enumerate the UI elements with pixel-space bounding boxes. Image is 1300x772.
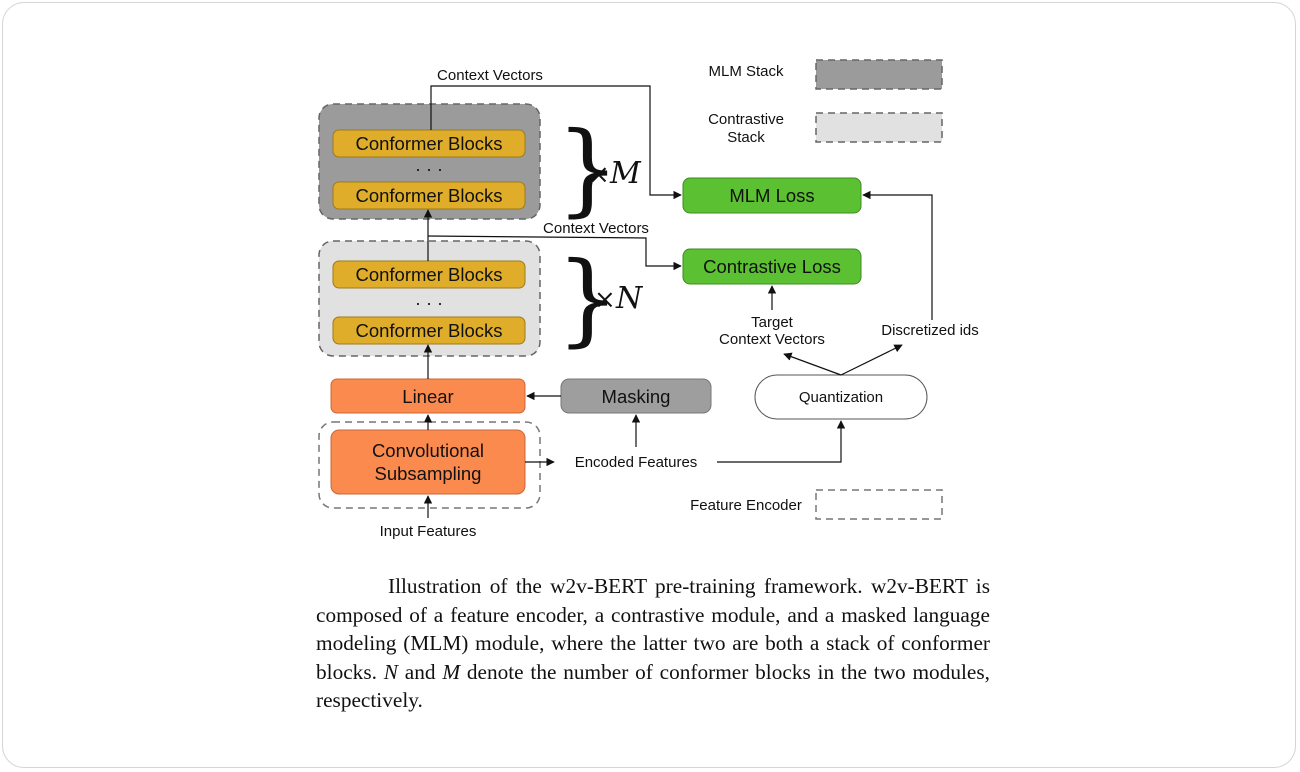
legend-feature-encoder-label: Feature Encoder [690, 497, 802, 514]
legend-mlm-stack-label: MLM Stack [708, 63, 784, 80]
contrastive-loss-node [682, 248, 862, 285]
legend-feature-encoder-swatch [815, 489, 943, 520]
w2v-bert-diagram: MLM Stack Contrastive Stack Feature Enco… [318, 59, 979, 540]
target-context-label-line2: Context Vectors [719, 331, 825, 348]
mlm-conformer-block-bottom [332, 181, 526, 210]
mlm-conformer-block-top [332, 129, 526, 158]
masking-node-label: Masking [602, 386, 671, 407]
convolutional-subsampling-label-line2: Subsampling [375, 463, 482, 484]
arrow-encoded-to-quantization [717, 420, 846, 463]
legend-mlm-stack-swatch [815, 59, 943, 90]
mlm-stack-dots: · · · [415, 159, 443, 179]
caption-var-n: N [383, 659, 398, 684]
contrastive-conformer-block-bottom [332, 316, 526, 345]
quantization-node-label: Quantization [799, 389, 883, 406]
arrow-discretized-to-mlm-loss [862, 190, 933, 320]
caption-part-2: and [397, 659, 443, 684]
contrastive-conformer-block-top-label: Conformer Blocks [355, 264, 502, 285]
contrastive-multiplier-times: × [594, 285, 616, 315]
context-vectors-mid-label: Context Vectors [543, 220, 649, 237]
legend-contrastive-stack-swatch [815, 112, 943, 143]
convolutional-subsampling-label-line1: Convolutional [372, 440, 484, 461]
arrow-quant-to-discretized [840, 344, 903, 376]
mlm-multiplier-times: × [588, 160, 610, 190]
context-vectors-top-label: Context Vectors [437, 67, 543, 84]
legend-contrastive-label-line2: Stack [727, 129, 765, 146]
arrow-quant-to-target [783, 352, 842, 376]
contrastive-conformer-block-bottom-label: Conformer Blocks [355, 320, 502, 341]
contrastive-loss-label: Contrastive Loss [703, 256, 841, 277]
mlm-loss-node [682, 177, 862, 214]
input-features-label: Input Features [380, 523, 477, 540]
legend-contrastive-label-line1: Contrastive [708, 111, 784, 128]
target-context-label-line1: Target [751, 314, 794, 331]
caption-part-3: denote the number of conformer blocks in… [316, 659, 990, 713]
caption-var-m: M [442, 659, 461, 684]
encoded-features-label: Encoded Features [575, 454, 698, 471]
linear-node-label: Linear [402, 386, 453, 407]
contrastive-stack-dots: · · · [415, 293, 443, 313]
caption-part-1: Illustration of the w2v-BERT pre-trainin… [316, 574, 990, 684]
mlm-conformer-block-bottom-label: Conformer Blocks [355, 185, 502, 206]
contrastive-multiplier-var: N [615, 281, 644, 316]
mlm-conformer-block-top-label: Conformer Blocks [355, 133, 502, 154]
contrastive-brace: } [556, 240, 620, 357]
arrow-mlm-context-to-mlm-loss [430, 85, 682, 200]
mlm-brace: } [556, 110, 620, 227]
mlm-loss-label: MLM Loss [729, 185, 814, 206]
figure-caption: Illustration of the w2v-BERT pre-trainin… [316, 572, 990, 715]
mlm-multiplier-var: M [609, 156, 642, 191]
arrow-contrastive-context-to-loss [427, 235, 682, 271]
contrastive-conformer-block-top [332, 260, 526, 289]
discretized-ids-label: Discretized ids [881, 322, 979, 339]
